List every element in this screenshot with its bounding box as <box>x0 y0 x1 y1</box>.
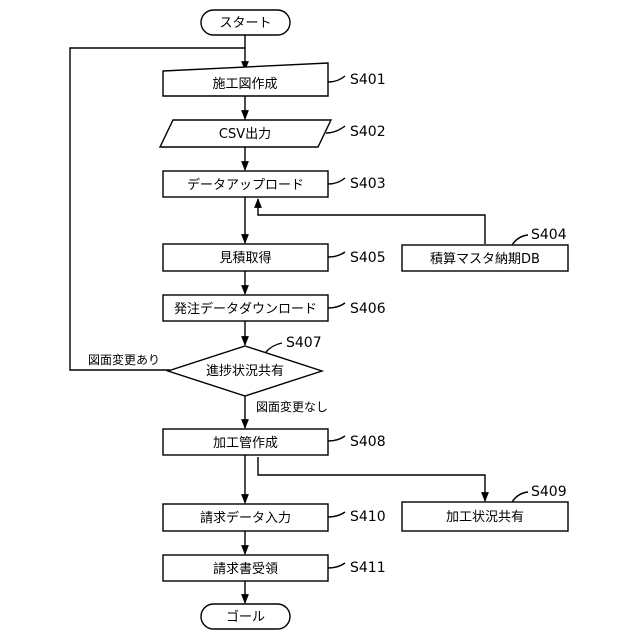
s403-leader <box>328 178 345 184</box>
s409-step-label: S409 <box>531 484 567 500</box>
end-terminal: ゴール <box>201 604 290 629</box>
s402-step-label: S402 <box>350 124 386 140</box>
s406-label: 発注データダウンロード <box>174 301 317 317</box>
s403-step-label: S403 <box>350 176 386 192</box>
condition-changed-label: 図面変更あり <box>88 352 160 367</box>
start-label: スタート <box>219 16 271 31</box>
s407-leader <box>266 343 282 352</box>
s402-label: CSV出力 <box>219 127 271 142</box>
end-label: ゴール <box>226 609 265 625</box>
node-s410: 請求データ入力 S410 <box>163 504 386 531</box>
s401-leader <box>328 76 345 82</box>
s408-label: 加工管作成 <box>213 436 278 451</box>
s411-leader <box>328 563 345 568</box>
s410-step-label: S410 <box>350 509 386 525</box>
arrow-s408-to-s409 <box>258 457 485 501</box>
s404-step-label: S404 <box>531 227 567 243</box>
s405-leader <box>328 252 345 257</box>
node-s411: 請求書受領 S411 <box>163 555 386 581</box>
s406-leader <box>328 303 345 308</box>
s405-step-label: S405 <box>350 250 386 266</box>
node-s408: 加工管作成 S408 <box>163 429 386 455</box>
s408-step-label: S408 <box>350 434 386 450</box>
condition-unchanged-label: 図面変更なし <box>256 399 328 414</box>
s406-step-label: S406 <box>350 301 386 317</box>
s408-leader <box>328 436 345 441</box>
s401-label: 施工図作成 <box>212 77 277 92</box>
s409-leader <box>512 492 528 502</box>
s407-label: 進捗状況共有 <box>206 364 284 379</box>
arrow-s404-to-s403 <box>258 199 485 244</box>
node-s401: 施工図作成 S401 <box>163 63 386 96</box>
s411-step-label: S411 <box>350 560 386 576</box>
s404-leader <box>512 235 528 245</box>
node-s406: 発注データダウンロード S406 <box>163 295 386 321</box>
start-terminal: スタート <box>201 10 290 35</box>
s407-step-label: S407 <box>286 335 322 351</box>
s401-step-label: S401 <box>350 72 386 88</box>
node-s405: 見積取得 S405 <box>163 244 386 271</box>
s411-label: 請求書受領 <box>213 561 278 577</box>
s405-label: 見積取得 <box>219 250 271 266</box>
s404-label: 積算マスタ納期DB <box>430 252 540 267</box>
s410-leader <box>328 512 345 517</box>
node-s403: データアップロード S403 <box>163 171 386 197</box>
node-s402: CSV出力 S402 <box>160 120 386 147</box>
s402-leader <box>326 126 345 133</box>
s409-label: 加工状況共有 <box>446 510 524 525</box>
s410-label: 請求データ入力 <box>200 510 291 526</box>
s403-label: データアップロード <box>187 177 304 193</box>
